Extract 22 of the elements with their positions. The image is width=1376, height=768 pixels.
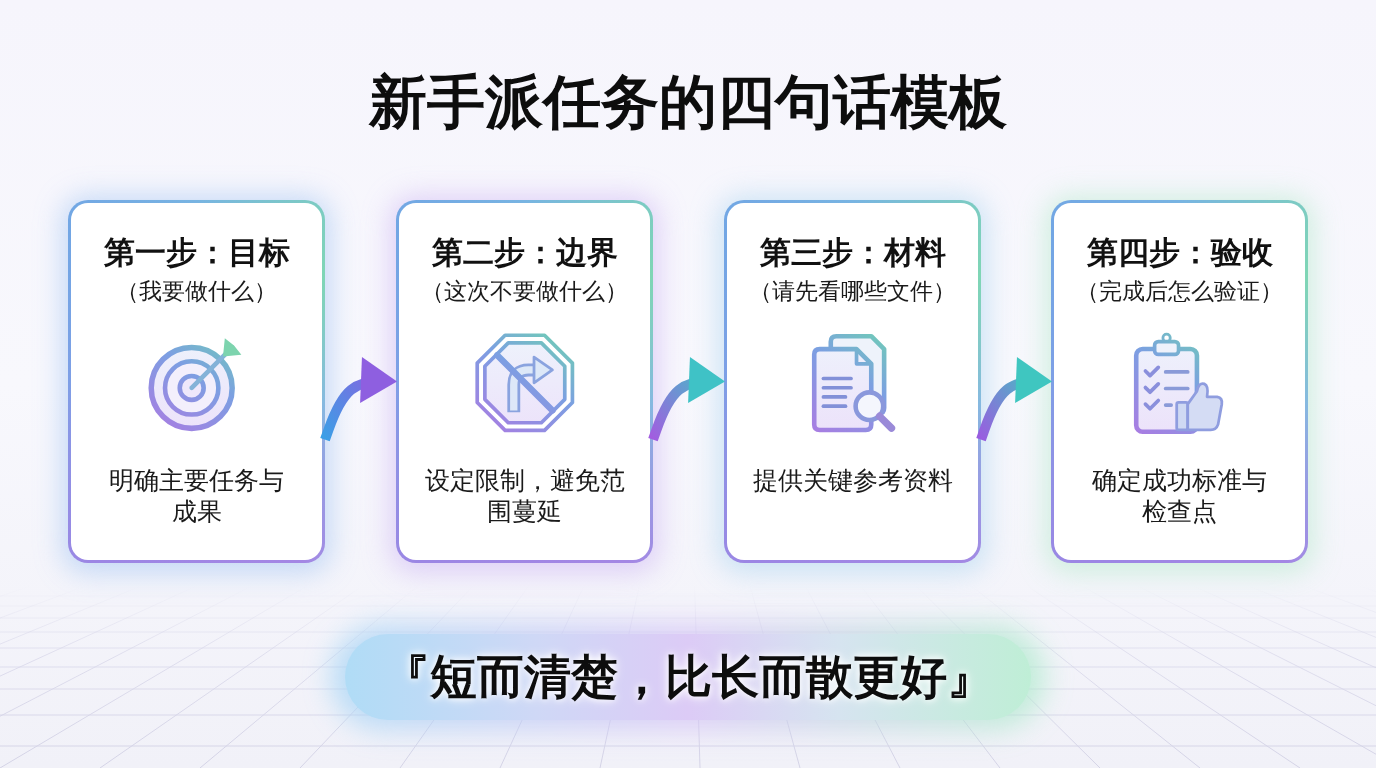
card-heading: 第三步：材料: [759, 233, 946, 271]
step-card: [724, 200, 981, 563]
step-card: [68, 200, 325, 563]
curved-arrow: [648, 357, 725, 442]
card-subheading: （我要做什么）: [116, 278, 277, 306]
quote-text: 『短而清楚，比长而散更好』: [382, 648, 994, 706]
title: 新手派任务的四句话模板: [369, 68, 1007, 138]
card-description: 明确主要任务与成果: [108, 464, 285, 527]
card-description: 设定限制，避免范围蔓延: [423, 464, 626, 527]
card-heading: 第四步：验收: [1086, 233, 1273, 271]
curved-arrow: [320, 357, 397, 442]
quote-banner: [345, 634, 1031, 720]
card-subheading: （完成后怎么验证）: [1076, 278, 1283, 306]
card-subheading: （请先看哪些文件）: [749, 278, 956, 306]
step-card: [396, 200, 653, 563]
card-description: 确定成功标准与检查点: [1091, 464, 1268, 527]
card-heading: 第二步：边界: [431, 233, 618, 271]
card-heading: 第一步：目标: [103, 233, 290, 271]
card-description: 提供关键参考资料: [752, 464, 953, 496]
card-subheading: （这次不要做什么）: [421, 278, 628, 306]
step-card: [1051, 200, 1308, 563]
curved-arrow: [976, 357, 1052, 442]
